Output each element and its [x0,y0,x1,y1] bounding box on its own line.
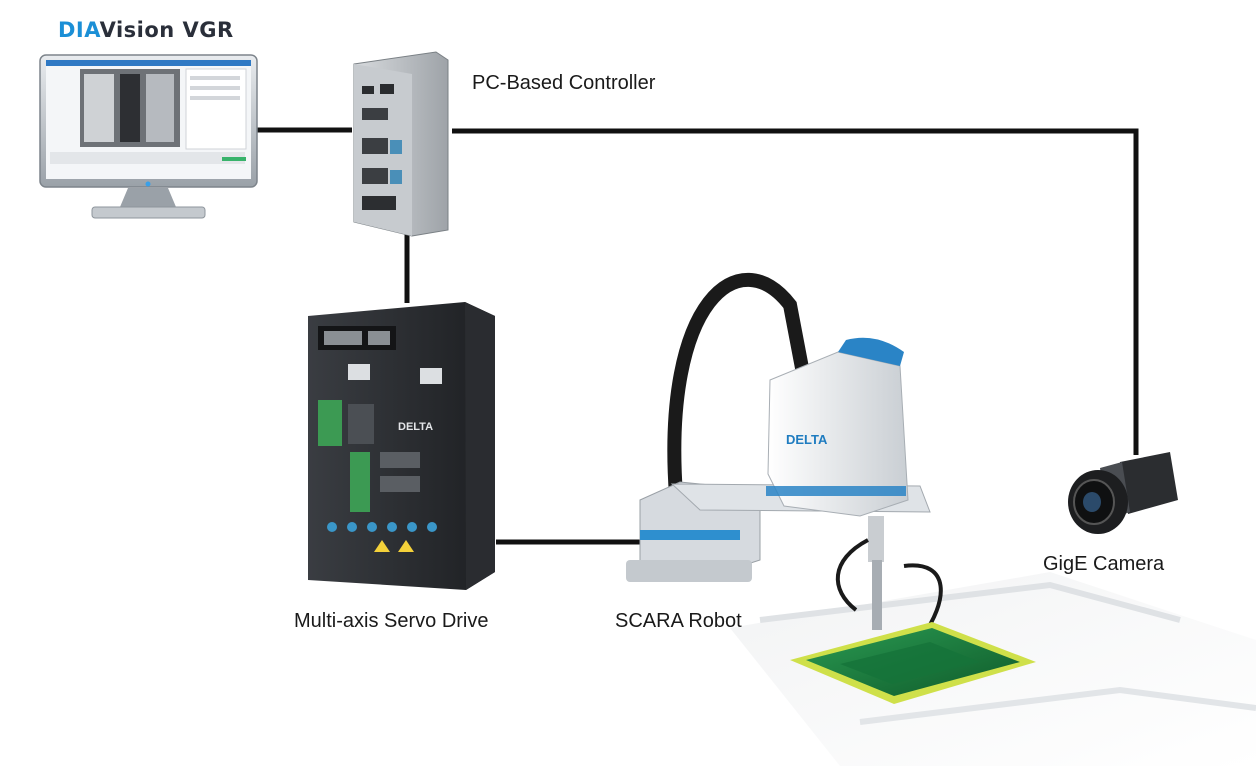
pc-controller [353,51,449,237]
label-pc-controller: PC-Based Controller [472,72,656,94]
brand-title: DIAVision VGR [58,18,234,42]
brand-title-prefix: DIA [58,18,100,42]
monitor-base [91,206,206,219]
scara-robot: DELTA [626,272,943,642]
cable-controller-camera [452,128,1139,455]
label-servo-drive: Multi-axis Servo Drive [294,610,489,632]
pcb-board [790,622,1036,704]
cables [256,127,1139,545]
label-gige-camera: GigE Camera [1043,553,1165,575]
servo-drive: DELTA [308,302,495,590]
monitor [39,54,258,219]
robot-cable-arc [667,272,809,502]
servo-logo: DELTA [398,421,433,433]
gige-camera [1068,452,1178,534]
robot-logo: DELTA [786,432,828,447]
brand-title-suffix: Vision VGR [99,18,234,42]
label-scara-robot: SCARA Robot [615,610,742,632]
